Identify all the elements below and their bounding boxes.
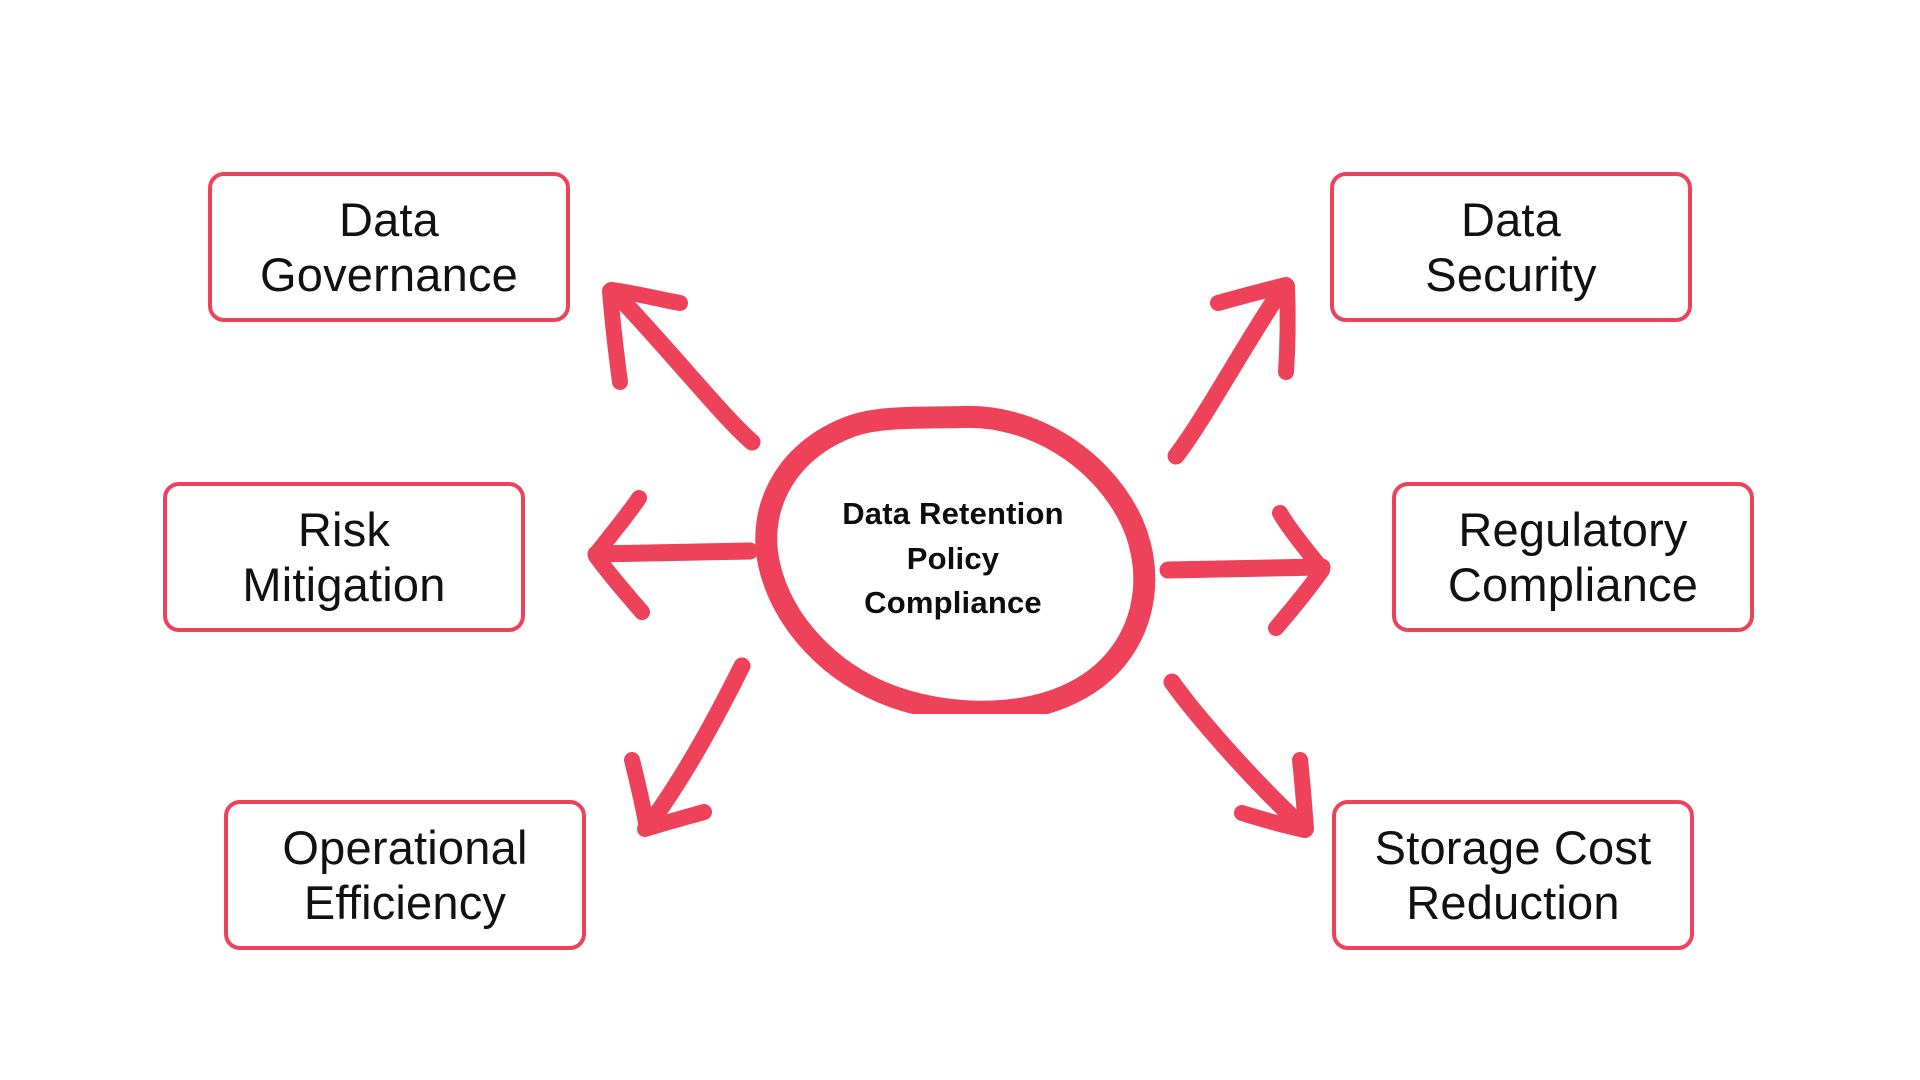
- node-storage-cost-reduction[interactable]: Storage Cost Reduction: [1332, 800, 1694, 950]
- center-node[interactable]: Data Retention Policy Compliance: [748, 404, 1158, 714]
- node-regulatory-compliance[interactable]: Regulatory Compliance: [1392, 482, 1754, 632]
- node-label: Regulatory Compliance: [1447, 502, 1699, 611]
- node-operational-efficiency[interactable]: Operational Efficiency: [224, 800, 586, 950]
- arrow-left: [587, 490, 759, 620]
- node-label: Operational Efficiency: [282, 820, 528, 929]
- arrow-up-left: [602, 282, 761, 451]
- node-label: Storage Cost Reduction: [1374, 820, 1652, 929]
- node-label: Data Governance: [259, 192, 519, 301]
- hand-drawn-ellipse-icon: [755, 405, 1156, 714]
- arrow-down-right: [1163, 673, 1314, 838]
- node-data-security[interactable]: Data Security: [1330, 172, 1692, 322]
- node-data-governance[interactable]: Data Governance: [208, 172, 570, 322]
- node-label: Risk Mitigation: [242, 502, 446, 611]
- node-label: Data Security: [1425, 192, 1597, 301]
- arrow-up-right: [1167, 277, 1296, 465]
- arrow-right: [1159, 505, 1331, 636]
- arrow-down-left: [624, 657, 751, 837]
- node-risk-mitigation[interactable]: Risk Mitigation: [163, 482, 525, 632]
- center-node-label: Data Retention Policy Compliance: [842, 495, 1064, 621]
